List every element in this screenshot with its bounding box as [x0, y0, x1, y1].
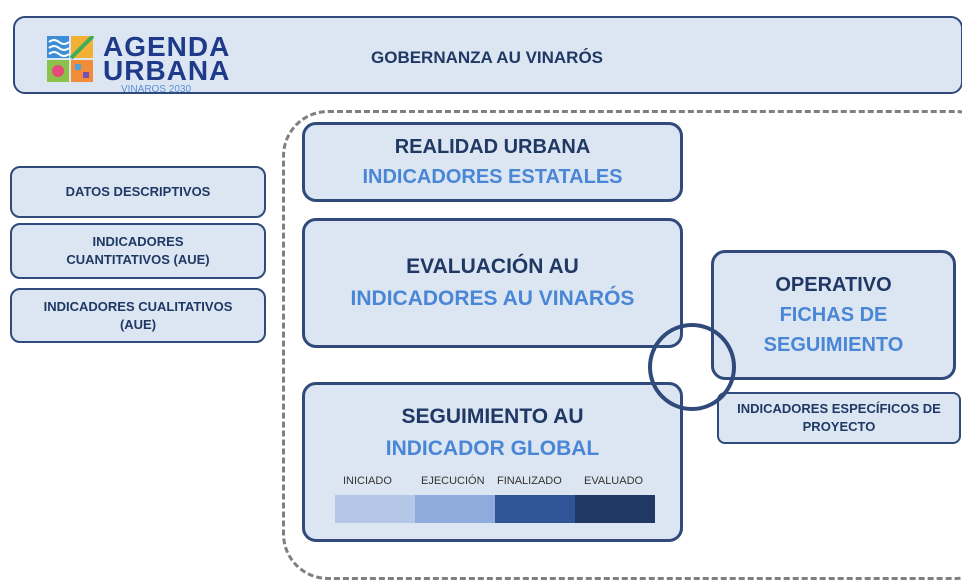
stage-bar [495, 495, 575, 523]
operativo-box: OPERATIVO FICHAS DE SEGUIMIENTO [711, 250, 956, 380]
stage-label: FINALIZADO [497, 475, 562, 487]
operativo-title: OPERATIVO [775, 274, 892, 296]
stage-bars [335, 495, 655, 523]
sidebar-item-indicadores-cuantitativos: INDICADORES CUANTITATIVOS (AUE) [10, 223, 266, 279]
realidad-urbana-box: REALIDAD URBANA INDICADORES ESTATALES [302, 122, 683, 202]
stage-bar [335, 495, 415, 523]
stage-bar [415, 495, 495, 523]
header-banner: AGENDA URBANA VINAROS 2030 GOBERNANZA AU… [13, 16, 962, 96]
page-title: GOBERNANZA AU VINARÓS [371, 48, 604, 67]
operativo-subtitle-line2: SEGUIMIENTO [763, 334, 904, 356]
indicadores-especificos-box: INDICADORES ESPECÍFICOS DE PROYECTO [717, 392, 961, 444]
sidebar-item-datos-descriptivos: DATOS DESCRIPTIVOS [10, 166, 266, 218]
operativo-subtitle-line1: FICHAS DE [779, 304, 888, 326]
stage-legend: INICIADO EJECUCIÓN FINALIZADO EVALUADO [335, 475, 655, 523]
sidebar-item-indicadores-cualitativos: INDICADORES CUALITATIVOS (AUE) [10, 288, 266, 343]
stage-labels: INICIADO EJECUCIÓN FINALIZADO EVALUADO [335, 475, 655, 493]
realidad-title: REALIDAD URBANA [394, 136, 591, 158]
seguimiento-subtitle: INDICADOR GLOBAL [385, 437, 600, 460]
stage-bar [575, 495, 655, 523]
evaluacion-au-box: EVALUACIÓN AU INDICADORES AU VINARÓS [302, 218, 683, 348]
evaluacion-title: EVALUACIÓN AU [406, 255, 579, 278]
logo-text-urbana: URBANA [103, 55, 231, 86]
logo-mosaic-icon [47, 36, 95, 82]
seguimiento-au-box: SEGUIMIENTO AU INDICADOR GLOBAL INICIADO… [302, 382, 683, 542]
stage-label: EVALUADO [584, 475, 644, 487]
logo-subtitle: VINAROS 2030 [121, 84, 192, 95]
stage-label: EJECUCIÓN [421, 475, 485, 487]
sidebar-item-label: DATOS DESCRIPTIVOS [65, 184, 211, 199]
especificos-label: INDICADORES ESPECÍFICOS DE PROYECTO [737, 401, 941, 434]
evaluacion-subtitle: INDICADORES AU VINARÓS [350, 287, 635, 310]
realidad-subtitle: INDICADORES ESTATALES [362, 166, 623, 188]
stage-label: INICIADO [343, 475, 392, 487]
sidebar-item-label: INDICADORES CUANTITATIVOS (AUE) [66, 234, 210, 267]
agenda-urbana-logo: AGENDA URBANA VINAROS 2030 [47, 32, 247, 96]
seguimiento-title: SEGUIMIENTO AU [401, 405, 584, 428]
sidebar-item-label: INDICADORES CUALITATIVOS (AUE) [43, 298, 233, 332]
connector-circle [648, 323, 736, 411]
logo-text-agenda: AGENDA [103, 31, 231, 62]
